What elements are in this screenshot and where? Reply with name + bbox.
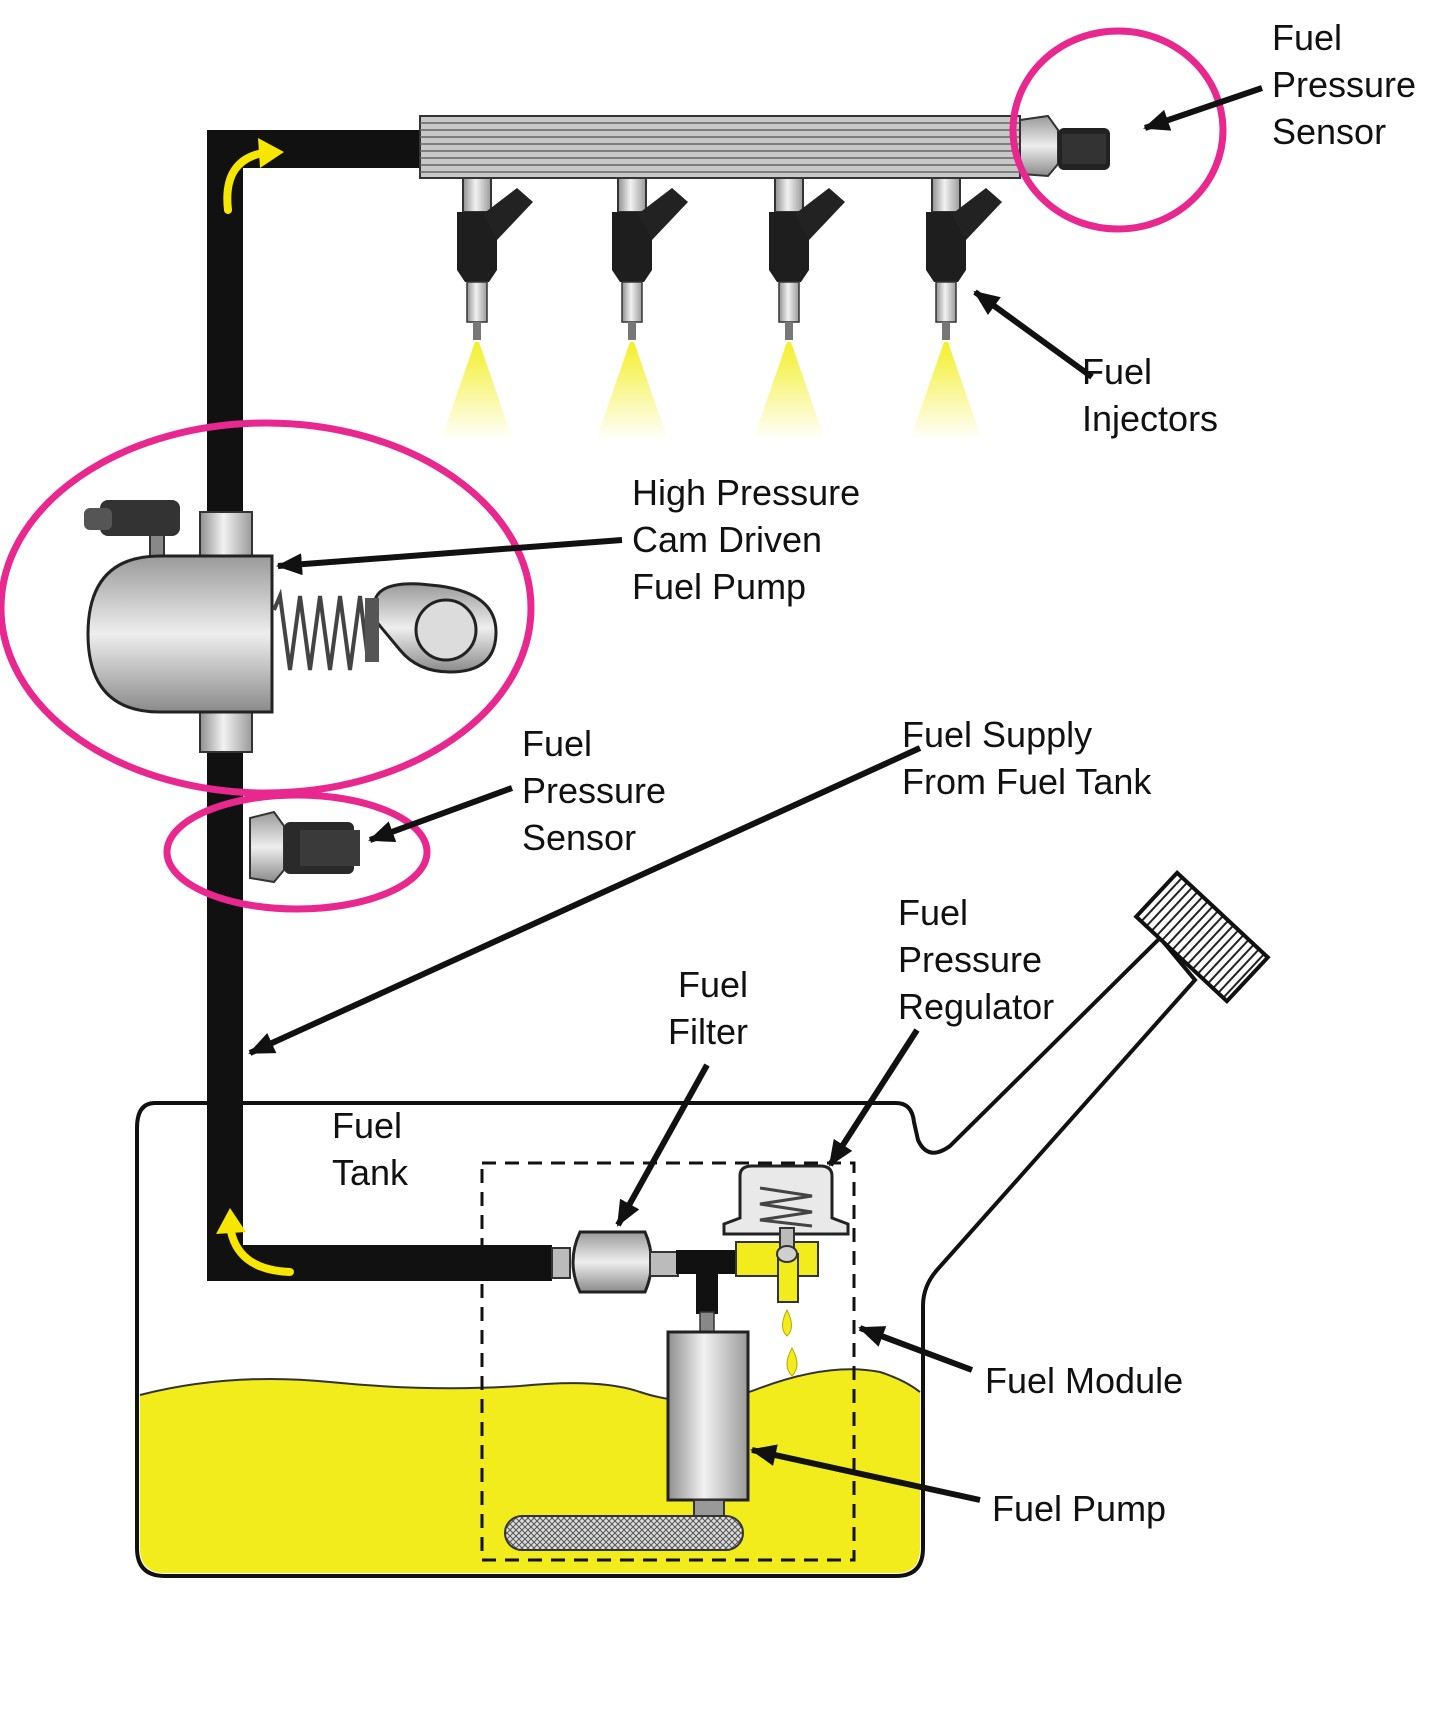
label-fuel-injectors: Fuel Injectors	[1082, 351, 1219, 439]
rail-pressure-sensor-icon	[1019, 114, 1110, 178]
leader-lines	[248, 85, 1263, 1503]
high-pressure-pump-icon	[84, 500, 498, 753]
fuel-injector-icon	[441, 177, 533, 440]
fuel-injector-icon	[753, 177, 845, 440]
filler-cap	[1133, 869, 1271, 1005]
highlight-rail-sensor	[1009, 27, 1227, 233]
pressure-regulator-icon	[722, 1164, 850, 1377]
label-fuel-module: Fuel Module	[985, 1360, 1184, 1401]
fuel-filter-icon	[551, 1230, 679, 1294]
label-line-pressure-sensor: Fuel Pressure Sensor	[522, 723, 667, 858]
label-rail-pressure-sensor: Fuel Pressure Sensor	[1272, 17, 1417, 152]
label-fuel-filter: Fuel Filter	[668, 964, 748, 1052]
highlight-line-sensor	[163, 791, 431, 913]
fuel-pump-icon	[504, 1330, 750, 1551]
label-fuel-pressure-regulator: Fuel Pressure Regulator	[898, 892, 1055, 1027]
fuel-module	[480, 1161, 856, 1562]
label-fuel-tank: Fuel Tank	[332, 1105, 409, 1193]
fuel-rail	[419, 115, 1021, 179]
line-pressure-sensor-icon	[249, 810, 360, 884]
flow-arrow-icon	[216, 1208, 294, 1276]
label-fuel-pump: Fuel Pump	[992, 1488, 1167, 1529]
tee-fitting	[676, 1250, 736, 1335]
flow-arrow-icon	[223, 138, 284, 214]
fuel-injector-icon	[910, 177, 1002, 440]
label-high-pressure-pump: High Pressure Cam Driven Fuel Pump	[632, 472, 861, 607]
highlight-rings	[0, 27, 1227, 913]
fuel-injector-icon	[596, 177, 688, 440]
injector-group	[441, 177, 1002, 440]
label-fuel-supply: Fuel Supply From Fuel Tank	[902, 714, 1152, 802]
